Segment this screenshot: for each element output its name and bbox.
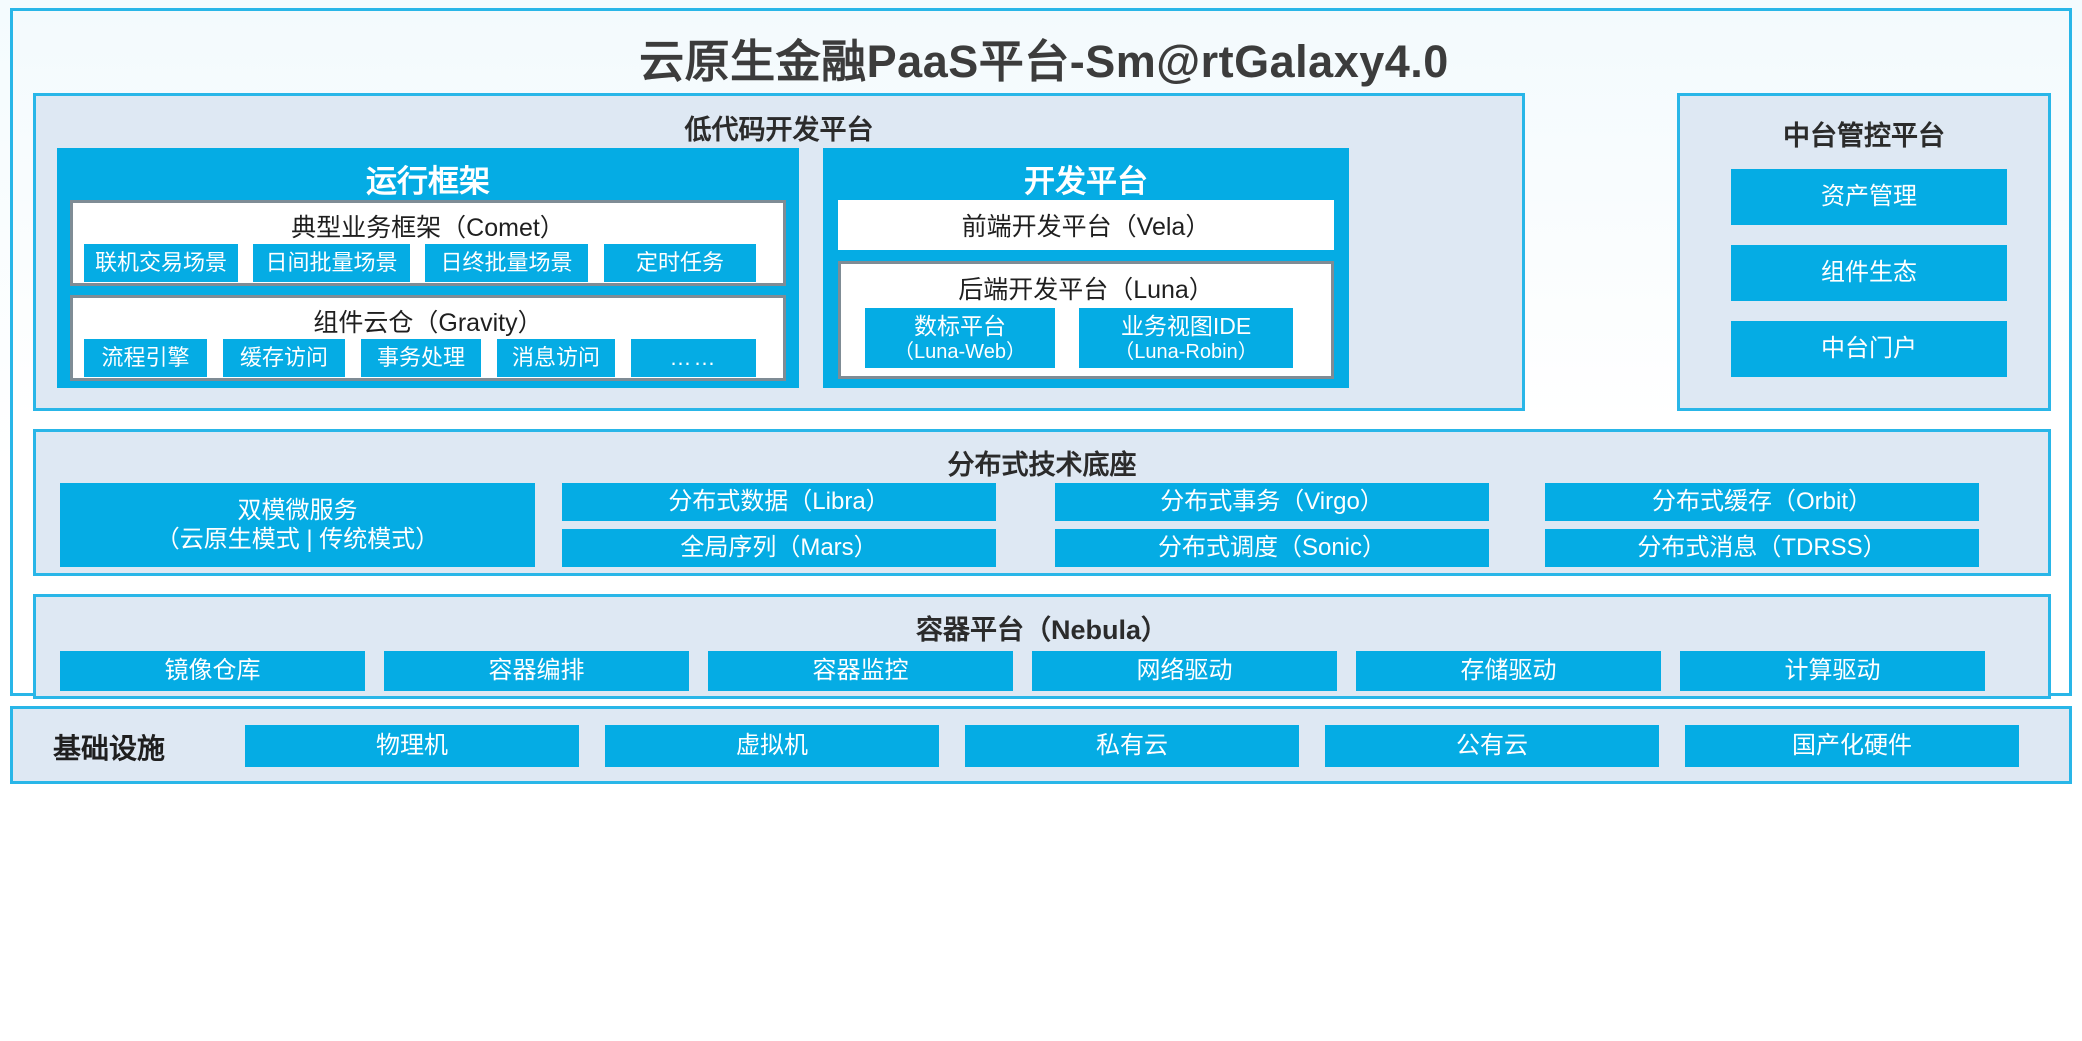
dual-mode-line2: （云原生模式 | 传统模式）: [155, 526, 440, 553]
gravity-item-transaction-processing[interactable]: 事务处理: [361, 339, 481, 377]
comet-item-intraday-batch[interactable]: 日间批量场景: [253, 244, 410, 282]
infra-item-private-cloud[interactable]: 私有云: [965, 725, 1299, 767]
distributed-item-libra[interactable]: 分布式数据（Libra）: [562, 483, 996, 521]
console-platform-panel: 中台管控平台 资产管理 组件生态 中台门户: [1677, 93, 2051, 411]
vela-frontend-label: 前端开发平台（Vela）: [961, 213, 1211, 241]
distributed-item-mars[interactable]: 全局序列（Mars）: [562, 529, 996, 567]
luna-robin-line1: 业务视图IDE: [1120, 312, 1252, 339]
console-platform-title: 中台管控平台: [1783, 121, 1945, 151]
lowcode-platform-title: 低代码开发平台: [684, 115, 874, 145]
runtime-framework-box: 运行框架 典型业务框架（Comet） 联机交易场景 日间批量场景 日终批量场景 …: [57, 148, 799, 388]
vela-frontend-box[interactable]: 前端开发平台（Vela）: [838, 200, 1334, 250]
distributed-item-orbit[interactable]: 分布式缓存（Orbit）: [1545, 483, 1979, 521]
container-item-orchestration[interactable]: 容器编排: [384, 651, 689, 691]
lowcode-platform-panel: 低代码开发平台 运行框架 典型业务框架（Comet） 联机交易场景 日间批量场景…: [33, 93, 1525, 411]
luna-web-line1: 数标平台: [914, 312, 1006, 339]
luna-backend-title: 后端开发平台（Luna）: [958, 276, 1214, 304]
infrastructure-panel: 基础设施 物理机 虚拟机 私有云 公有云 国产化硬件: [10, 706, 2072, 784]
distributed-item-tdrss[interactable]: 分布式消息（TDRSS）: [1545, 529, 1979, 567]
container-item-network-driver[interactable]: 网络驱动: [1032, 651, 1337, 691]
console-item-console-portal[interactable]: 中台门户: [1731, 321, 2007, 377]
development-platform-box: 开发平台 前端开发平台（Vela） 后端开发平台（Luna） 数标平台 （Lun…: [823, 148, 1349, 388]
runtime-framework-title: 运行框架: [366, 164, 490, 199]
infra-item-virtual-machine[interactable]: 虚拟机: [605, 725, 939, 767]
console-item-component-ecosystem[interactable]: 组件生态: [1731, 245, 2007, 301]
distributed-base-title: 分布式技术底座: [947, 450, 1137, 480]
container-platform-panel: 容器平台（Nebula） 镜像仓库 容器编排 容器监控 网络驱动 存储驱动 计算…: [33, 594, 2051, 699]
gravity-item-more[interactable]: ……: [631, 339, 756, 377]
luna-web-item[interactable]: 数标平台 （Luna-Web）: [865, 308, 1055, 368]
page-title: 云原生金融PaaS平台-Sm@rtGalaxy4.0: [639, 36, 1449, 87]
luna-robin-line2: （Luna-Robin）: [1114, 340, 1258, 363]
comet-title: 典型业务框架（Comet）: [291, 214, 565, 242]
infra-item-domestic-hardware[interactable]: 国产化硬件: [1685, 725, 2019, 767]
infra-item-physical-machine[interactable]: 物理机: [245, 725, 579, 767]
distributed-item-sonic[interactable]: 分布式调度（Sonic）: [1055, 529, 1489, 567]
gravity-item-cache-access[interactable]: 缓存访问: [223, 339, 345, 377]
dual-mode-microservice-item[interactable]: 双模微服务 （云原生模式 | 传统模式）: [60, 483, 535, 567]
luna-web-line2: （Luna-Web）: [894, 340, 1026, 363]
container-item-storage-driver[interactable]: 存储驱动: [1356, 651, 1661, 691]
gravity-title: 组件云仓（Gravity）: [313, 309, 543, 337]
luna-backend-group: 后端开发平台（Luna） 数标平台 （Luna-Web） 业务视图IDE （Lu…: [838, 261, 1334, 379]
comet-item-scheduled-task[interactable]: 定时任务: [604, 244, 756, 282]
gravity-group: 组件云仓（Gravity） 流程引擎 缓存访问 事务处理 消息访问 ……: [70, 295, 786, 381]
distributed-item-virgo[interactable]: 分布式事务（Virgo）: [1055, 483, 1489, 521]
comet-item-online-transaction[interactable]: 联机交易场景: [84, 244, 238, 282]
infrastructure-label: 基础设施: [53, 733, 166, 764]
infra-item-public-cloud[interactable]: 公有云: [1325, 725, 1659, 767]
development-platform-title: 开发平台: [1024, 164, 1148, 199]
comet-group: 典型业务框架（Comet） 联机交易场景 日间批量场景 日终批量场景 定时任务: [70, 200, 786, 286]
comet-item-eod-batch[interactable]: 日终批量场景: [425, 244, 588, 282]
container-item-compute-driver[interactable]: 计算驱动: [1680, 651, 1985, 691]
container-platform-title: 容器平台（Nebula）: [915, 615, 1169, 645]
distributed-base-panel: 分布式技术底座 双模微服务 （云原生模式 | 传统模式） 分布式数据（Libra…: [33, 429, 2051, 576]
platform-outer-frame: 云原生金融PaaS平台-Sm@rtGalaxy4.0 低代码开发平台 运行框架 …: [10, 8, 2072, 699]
dual-mode-line1: 双模微服务: [237, 496, 358, 524]
gravity-item-message-access[interactable]: 消息访问: [497, 339, 615, 377]
gravity-item-process-engine[interactable]: 流程引擎: [84, 339, 207, 377]
luna-robin-item[interactable]: 业务视图IDE （Luna-Robin）: [1079, 308, 1293, 368]
container-item-image-registry[interactable]: 镜像仓库: [60, 651, 365, 691]
container-item-monitoring[interactable]: 容器监控: [708, 651, 1013, 691]
console-item-asset-management[interactable]: 资产管理: [1731, 169, 2007, 225]
